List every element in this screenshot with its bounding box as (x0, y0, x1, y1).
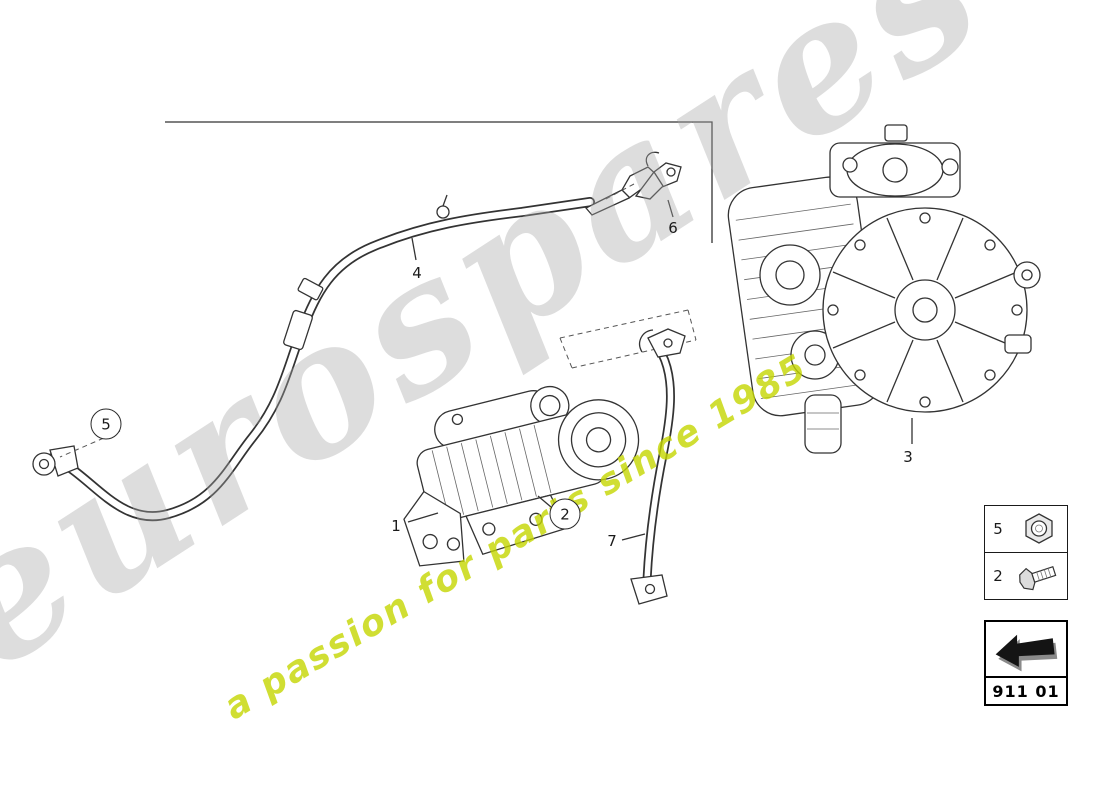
bolt-icon (1011, 558, 1067, 594)
starter-leader-lines (407, 495, 552, 523)
cable-clamp (283, 309, 313, 351)
section-code-label: 911 01 (986, 676, 1066, 704)
legend-number: 2 (993, 567, 1003, 585)
part-label-4[interactable]: 4 (412, 264, 422, 282)
starter-cable-drawing (32, 166, 661, 522)
starter-motor-drawing (403, 385, 640, 567)
nut-icon (1011, 511, 1067, 547)
part-label-6[interactable]: 6 (668, 219, 678, 237)
cable-tie (436, 194, 450, 219)
legend-row-bolt[interactable]: 2 (985, 552, 1067, 599)
cable-clip (297, 277, 324, 301)
gearbox-drawing (727, 124, 1041, 454)
cable-ring-terminal (32, 445, 79, 477)
section-code-box[interactable]: 911 01 (984, 620, 1068, 706)
part-callout-2[interactable]: 2 (549, 498, 581, 530)
direction-arrow-icon (986, 622, 1066, 676)
leader-frame-lines (165, 121, 713, 261)
legend-row-nut[interactable]: 5 (985, 506, 1067, 552)
securing-bracket-drawing (634, 151, 682, 218)
part-callout-5[interactable]: 5 (90, 408, 122, 440)
part-label-7[interactable]: 7 (607, 532, 617, 550)
legend-number: 5 (993, 520, 1003, 538)
part-label-1[interactable]: 1 (391, 517, 401, 535)
hardware-legend: 5 2 (984, 505, 1068, 600)
support-bracket-drawing (621, 328, 686, 605)
part-label-3[interactable]: 3 (903, 448, 913, 466)
